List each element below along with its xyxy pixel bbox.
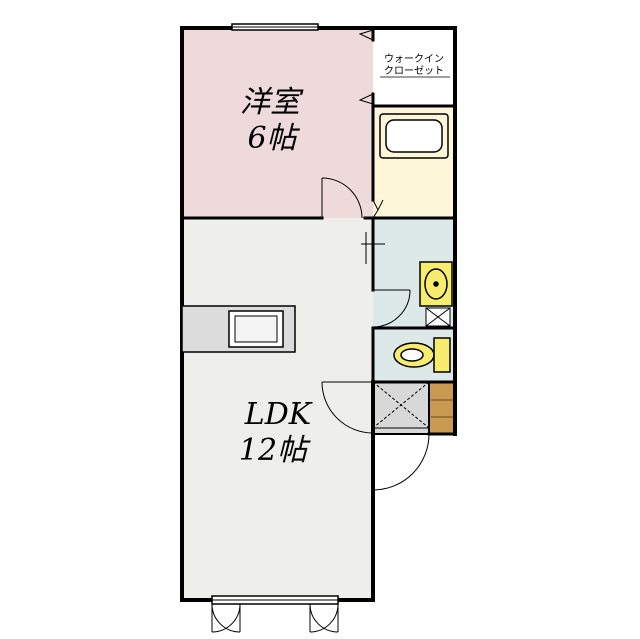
closet-folding-door xyxy=(358,29,374,105)
bathroom-door xyxy=(372,199,384,219)
entrance-area xyxy=(373,382,429,434)
washroom-door xyxy=(372,289,411,328)
balcony-door-left xyxy=(211,603,241,633)
entrance-step xyxy=(372,381,430,429)
front-door xyxy=(372,433,430,491)
kitchen-counter xyxy=(181,305,296,353)
bedroom-area xyxy=(182,28,373,218)
ldk-area xyxy=(182,218,373,600)
closet-label-line2: クローゼット xyxy=(384,65,444,77)
shoe-cabinet xyxy=(428,381,456,435)
bedroom-door xyxy=(321,177,363,219)
ldk-door xyxy=(321,381,374,434)
top-window xyxy=(231,23,319,31)
bedroom-size: 6帖 xyxy=(247,121,300,156)
walk-in-closet-area xyxy=(373,28,455,106)
bedroom-name: 洋室 xyxy=(240,85,304,120)
washroom-sliding-door xyxy=(361,232,385,264)
washing-machine-space xyxy=(425,307,451,327)
balcony-door-right xyxy=(309,603,339,633)
toilet xyxy=(393,337,451,373)
ldk-size: 12帖 xyxy=(239,433,311,468)
washbasin xyxy=(419,261,453,307)
balcony-window xyxy=(211,595,339,605)
closet-label-line1: ウォークイン xyxy=(384,53,444,65)
ldk-name: LDK xyxy=(244,397,313,432)
bathtub xyxy=(379,113,449,159)
